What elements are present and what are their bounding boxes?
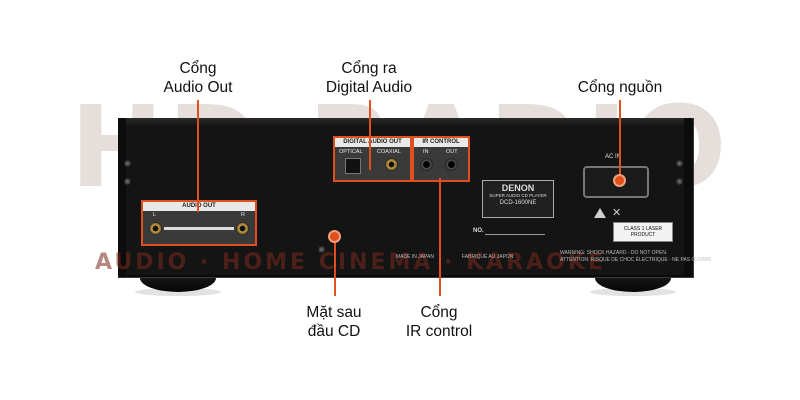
watermark-tagline: AUDIO · HOME CINEMA · KARAOKE <box>95 250 606 275</box>
optical-label: OPTICAL <box>339 149 363 155</box>
screw-icon <box>124 178 131 185</box>
coaxial-jack-icon[interactable] <box>385 158 398 171</box>
ir-in-jack-icon[interactable] <box>420 158 433 171</box>
callout-audio-out-line2: Audio Out <box>163 79 233 96</box>
screw-icon <box>318 246 325 253</box>
callout-power: Cổng nguồn <box>565 78 675 97</box>
digital-audio-panel: DIGITAL AUDIO OUT OPTICAL COAXIAL <box>333 136 412 182</box>
optical-port-icon[interactable] <box>345 158 361 174</box>
callout-digital-line2: Digital Audio <box>325 79 413 96</box>
brand-subtitle: SUPER AUDIO CD PLAYER <box>489 193 547 198</box>
device-top-edge <box>118 118 692 128</box>
ir-in-label: IN <box>423 149 429 155</box>
made-in-fr-label: FABRIQUÉ AU JAPON <box>462 254 514 260</box>
serial-line <box>485 234 545 235</box>
foot-shadow-right <box>590 288 676 296</box>
serial-label: NO. <box>473 228 484 234</box>
ir-control-title: IR CONTROL <box>414 138 468 147</box>
rear-panel-dot-icon <box>330 232 339 241</box>
leader-power <box>619 100 621 180</box>
digital-audio-title: DIGITAL AUDIO OUT <box>335 138 410 147</box>
laser-class-label: CLASS 1 LASER PRODUCT <box>613 222 673 242</box>
ir-out-label: OUT <box>446 149 458 155</box>
ir-out-jack-icon[interactable] <box>445 158 458 171</box>
callout-ir-control: Cổng IR control <box>399 303 479 341</box>
made-in-label: MADE IN JAPAN <box>396 254 434 260</box>
callout-audio-out: Cổng Audio Out <box>158 59 238 97</box>
callout-ir-line2: IR control <box>405 323 473 340</box>
ir-control-panel: IR CONTROL IN OUT <box>412 136 470 182</box>
rca-jack-left-icon[interactable] <box>149 222 162 235</box>
warning-triangle-icon <box>594 208 606 218</box>
laser-class-text: CLASS 1 LASER PRODUCT <box>623 226 663 238</box>
warning-fr: ATTENTION: RISQUE DE CHOC ÉLECTRIQUE - N… <box>560 257 713 263</box>
callout-digital-line1: Cổng ra <box>341 60 397 77</box>
ac-in-label: AC IN <box>605 154 622 160</box>
weee-bin-icon: ✕ <box>612 207 622 219</box>
device-side-left <box>118 118 126 276</box>
audio-out-panel: AUDIO OUT L R <box>141 200 257 246</box>
device-side-right <box>684 118 692 276</box>
audio-out-left-label: L <box>153 212 157 218</box>
model-number: DCD-1600NE <box>499 200 537 206</box>
screw-icon <box>676 160 683 167</box>
foot-shadow-left <box>135 288 221 296</box>
audio-out-right-label: R <box>241 212 245 218</box>
callout-audio-out-line1: Cổng <box>179 60 217 77</box>
leader-ir-control <box>439 178 441 296</box>
leader-digital-audio <box>369 100 371 170</box>
leader-rear-panel <box>334 236 336 296</box>
audio-out-link-bar <box>164 227 234 230</box>
callout-rear-panel: Mặt sau đầu CD <box>294 303 374 341</box>
model-plate: DENON SUPER AUDIO CD PLAYER DCD-1600NE <box>482 180 554 218</box>
warning-en: WARNING: SHOCK HAZARD - DO NOT OPEN. <box>560 250 668 256</box>
callout-rear-line1: Mặt sau <box>306 304 362 321</box>
coaxial-label: COAXIAL <box>377 149 401 155</box>
callout-rear-line2: đầu CD <box>307 323 361 340</box>
callout-ir-line1: Cổng <box>420 304 458 321</box>
leader-audio-out <box>197 100 199 212</box>
audio-out-title: AUDIO OUT <box>143 202 255 211</box>
power-dot-icon <box>615 176 624 185</box>
callout-digital-audio: Cổng ra Digital Audio <box>314 59 424 97</box>
brand-name: DENON <box>501 183 535 193</box>
rca-jack-right-icon[interactable] <box>236 222 249 235</box>
callout-power-line1: Cổng nguồn <box>577 79 663 96</box>
screw-icon <box>124 160 131 167</box>
screw-icon <box>676 178 683 185</box>
